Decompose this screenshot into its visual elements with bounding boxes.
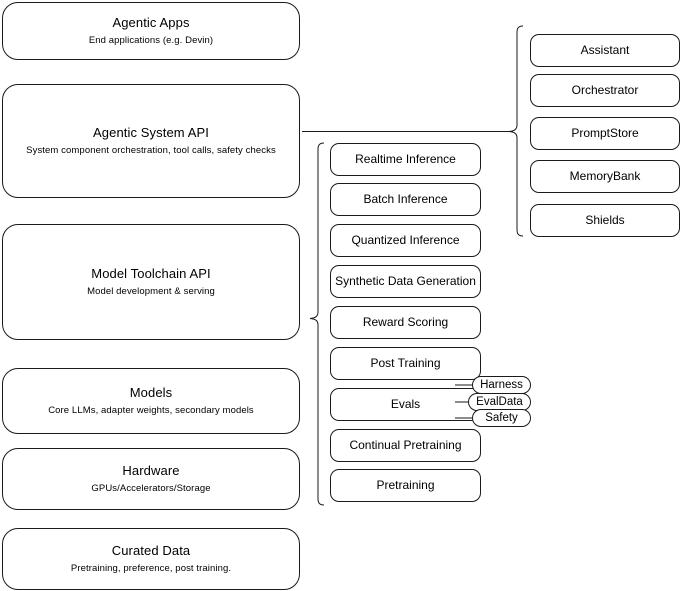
capability-label: Evals — [390, 397, 421, 411]
capability-box-evals[interactable]: Evals — [330, 388, 481, 421]
capability-box-continual-pretraining[interactable]: Continual Pretraining — [330, 429, 481, 462]
layer-title: Hardware — [122, 463, 180, 478]
system-component-box-promptstore[interactable]: PromptStore — [530, 117, 680, 150]
eval-pill-label: Harness — [480, 379, 523, 391]
system-component-box-assistant[interactable]: Assistant — [530, 34, 680, 67]
toolchain-bracket — [309, 142, 325, 506]
layer-subtitle: Core LLMs, adapter weights, secondary mo… — [48, 405, 254, 416]
system-component-label: MemoryBank — [569, 169, 641, 183]
system-components-bracket — [508, 25, 524, 237]
capability-box-reward-scoring[interactable]: Reward Scoring — [330, 306, 481, 339]
capability-box-quantized-inference[interactable]: Quantized Inference — [330, 224, 481, 257]
capability-label: Synthetic Data Generation — [335, 274, 476, 288]
capability-label: Realtime Inference — [355, 152, 456, 166]
layer-box-curated-data[interactable]: Curated Data Pretraining, preference, po… — [2, 528, 300, 590]
layer-subtitle: Pretraining, preference, post training. — [70, 563, 232, 574]
capability-box-pretraining[interactable]: Pretraining — [330, 469, 481, 502]
layer-subtitle: System component orchestration, tool cal… — [26, 145, 276, 156]
system-component-box-orchestrator[interactable]: Orchestrator — [530, 74, 680, 107]
capability-box-realtime-inference[interactable]: Realtime Inference — [330, 143, 481, 176]
system-component-box-memorybank[interactable]: MemoryBank — [530, 160, 680, 193]
layer-title: Models — [129, 385, 173, 400]
layer-subtitle: Model development & serving — [87, 286, 215, 297]
system-component-label: Shields — [585, 213, 625, 227]
layer-box-agentic-apps[interactable]: Agentic Apps End applications (e.g. Devi… — [2, 2, 300, 60]
system-component-label: Assistant — [580, 43, 630, 57]
system-component-label: PromptStore — [571, 126, 639, 140]
capability-label: Reward Scoring — [362, 315, 449, 329]
capability-label: Batch Inference — [363, 192, 448, 206]
layer-title: Curated Data — [111, 543, 191, 558]
layer-title: Agentic Apps — [112, 15, 190, 30]
eval-pill-safety[interactable]: Safety — [472, 409, 531, 427]
layer-title: Agentic System API — [93, 125, 209, 140]
capability-label: Quantized Inference — [351, 233, 460, 247]
eval-pill-label: EvalData — [476, 396, 523, 408]
system-component-box-shields[interactable]: Shields — [530, 204, 680, 237]
capability-box-batch-inference[interactable]: Batch Inference — [330, 183, 481, 216]
capability-label: Pretraining — [376, 478, 435, 492]
system-component-label: Orchestrator — [571, 83, 639, 97]
eval-pill-harness[interactable]: Harness — [472, 376, 531, 394]
capability-box-synthetic-data-generation[interactable]: Synthetic Data Generation — [330, 265, 481, 298]
capability-label: Post Training — [370, 356, 441, 370]
eval-pill-label: Safety — [485, 412, 518, 424]
layer-box-hardware[interactable]: Hardware GPUs/Accelerators/Storage — [2, 448, 300, 510]
layer-title: Model Toolchain API — [91, 266, 211, 281]
layer-box-agentic-system-api[interactable]: Agentic System API System component orch… — [2, 84, 300, 198]
layer-subtitle: GPUs/Accelerators/Storage — [91, 483, 211, 494]
capability-label: Continual Pretraining — [349, 438, 462, 452]
layer-box-models[interactable]: Models Core LLMs, adapter weights, secon… — [2, 368, 300, 434]
layer-subtitle: End applications (e.g. Devin) — [88, 35, 214, 46]
layer-box-model-toolchain-api[interactable]: Model Toolchain API Model development & … — [2, 224, 300, 340]
capability-box-post-training[interactable]: Post Training — [330, 347, 481, 380]
